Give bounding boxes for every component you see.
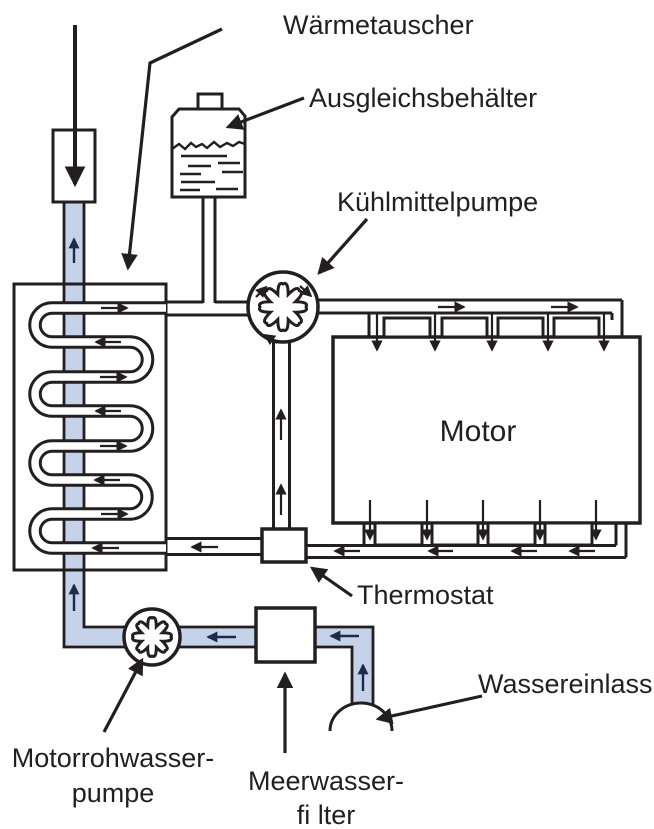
sea-water-filter-box — [254, 606, 317, 664]
raw-water-pump — [122, 607, 182, 667]
tank-body — [170, 107, 247, 199]
expansion-tank — [170, 92, 247, 303]
labels: Wärmetauscher Ausgleichsbehälter Kühlmit… — [12, 10, 653, 829]
cylinder-head-channels-top — [382, 316, 601, 339]
raw-water-pump-label-line2: pumpe — [72, 778, 155, 808]
serpentine-coil-inner — [31, 304, 166, 552]
water-outlet — [51, 25, 97, 204]
water-inlet-leader — [375, 694, 483, 725]
serpentine-flow-arrows — [91, 302, 129, 554]
raw-water-pump-leader — [102, 657, 144, 733]
leader-arrows — [102, 27, 483, 753]
rotation-arrow — [263, 334, 278, 346]
rotation-arrow — [299, 285, 313, 298]
bottom-flow-arrows — [333, 500, 602, 557]
heat-exchanger — [12, 282, 168, 572]
coolant-pump — [246, 270, 320, 346]
coolant-pump-label: Kühlmittelpumpe — [337, 187, 538, 217]
water-level-wave — [171, 140, 246, 151]
coolant-pump-impeller — [257, 281, 309, 333]
rotation-arrow — [255, 285, 268, 298]
heat-exchanger-border — [12, 282, 168, 572]
sea-water-filter-label-line2: fi lter — [297, 800, 356, 829]
engine-label: Motor — [440, 415, 517, 448]
heat-exchanger-label: Wärmetauscher — [283, 10, 474, 40]
engine-outline — [331, 335, 642, 525]
coolant-pipes — [166, 298, 628, 559]
thermostat-label: Thermostat — [357, 580, 494, 610]
tank-cap — [196, 92, 224, 111]
sea-water-filter-label-line1: Meerwasser- — [248, 766, 404, 796]
water-inlet-label: Wassereinlass — [478, 669, 653, 699]
raw-water-pump-label-line1: Motorrohwasser- — [12, 743, 215, 773]
engine-block — [331, 301, 642, 557]
water-fill-dashes — [180, 154, 243, 192]
thermostat-leader — [309, 566, 353, 598]
raw-water-pump-impeller — [131, 616, 173, 658]
heat-exchanger-leader — [121, 27, 223, 271]
coolant-pump-leader — [317, 217, 369, 275]
expansion-tank-leader — [225, 96, 305, 130]
top-flow-arrows — [371, 301, 610, 352]
expansion-tank-label: Ausgleichsbehälter — [309, 83, 537, 113]
thermostat-box — [260, 527, 308, 564]
